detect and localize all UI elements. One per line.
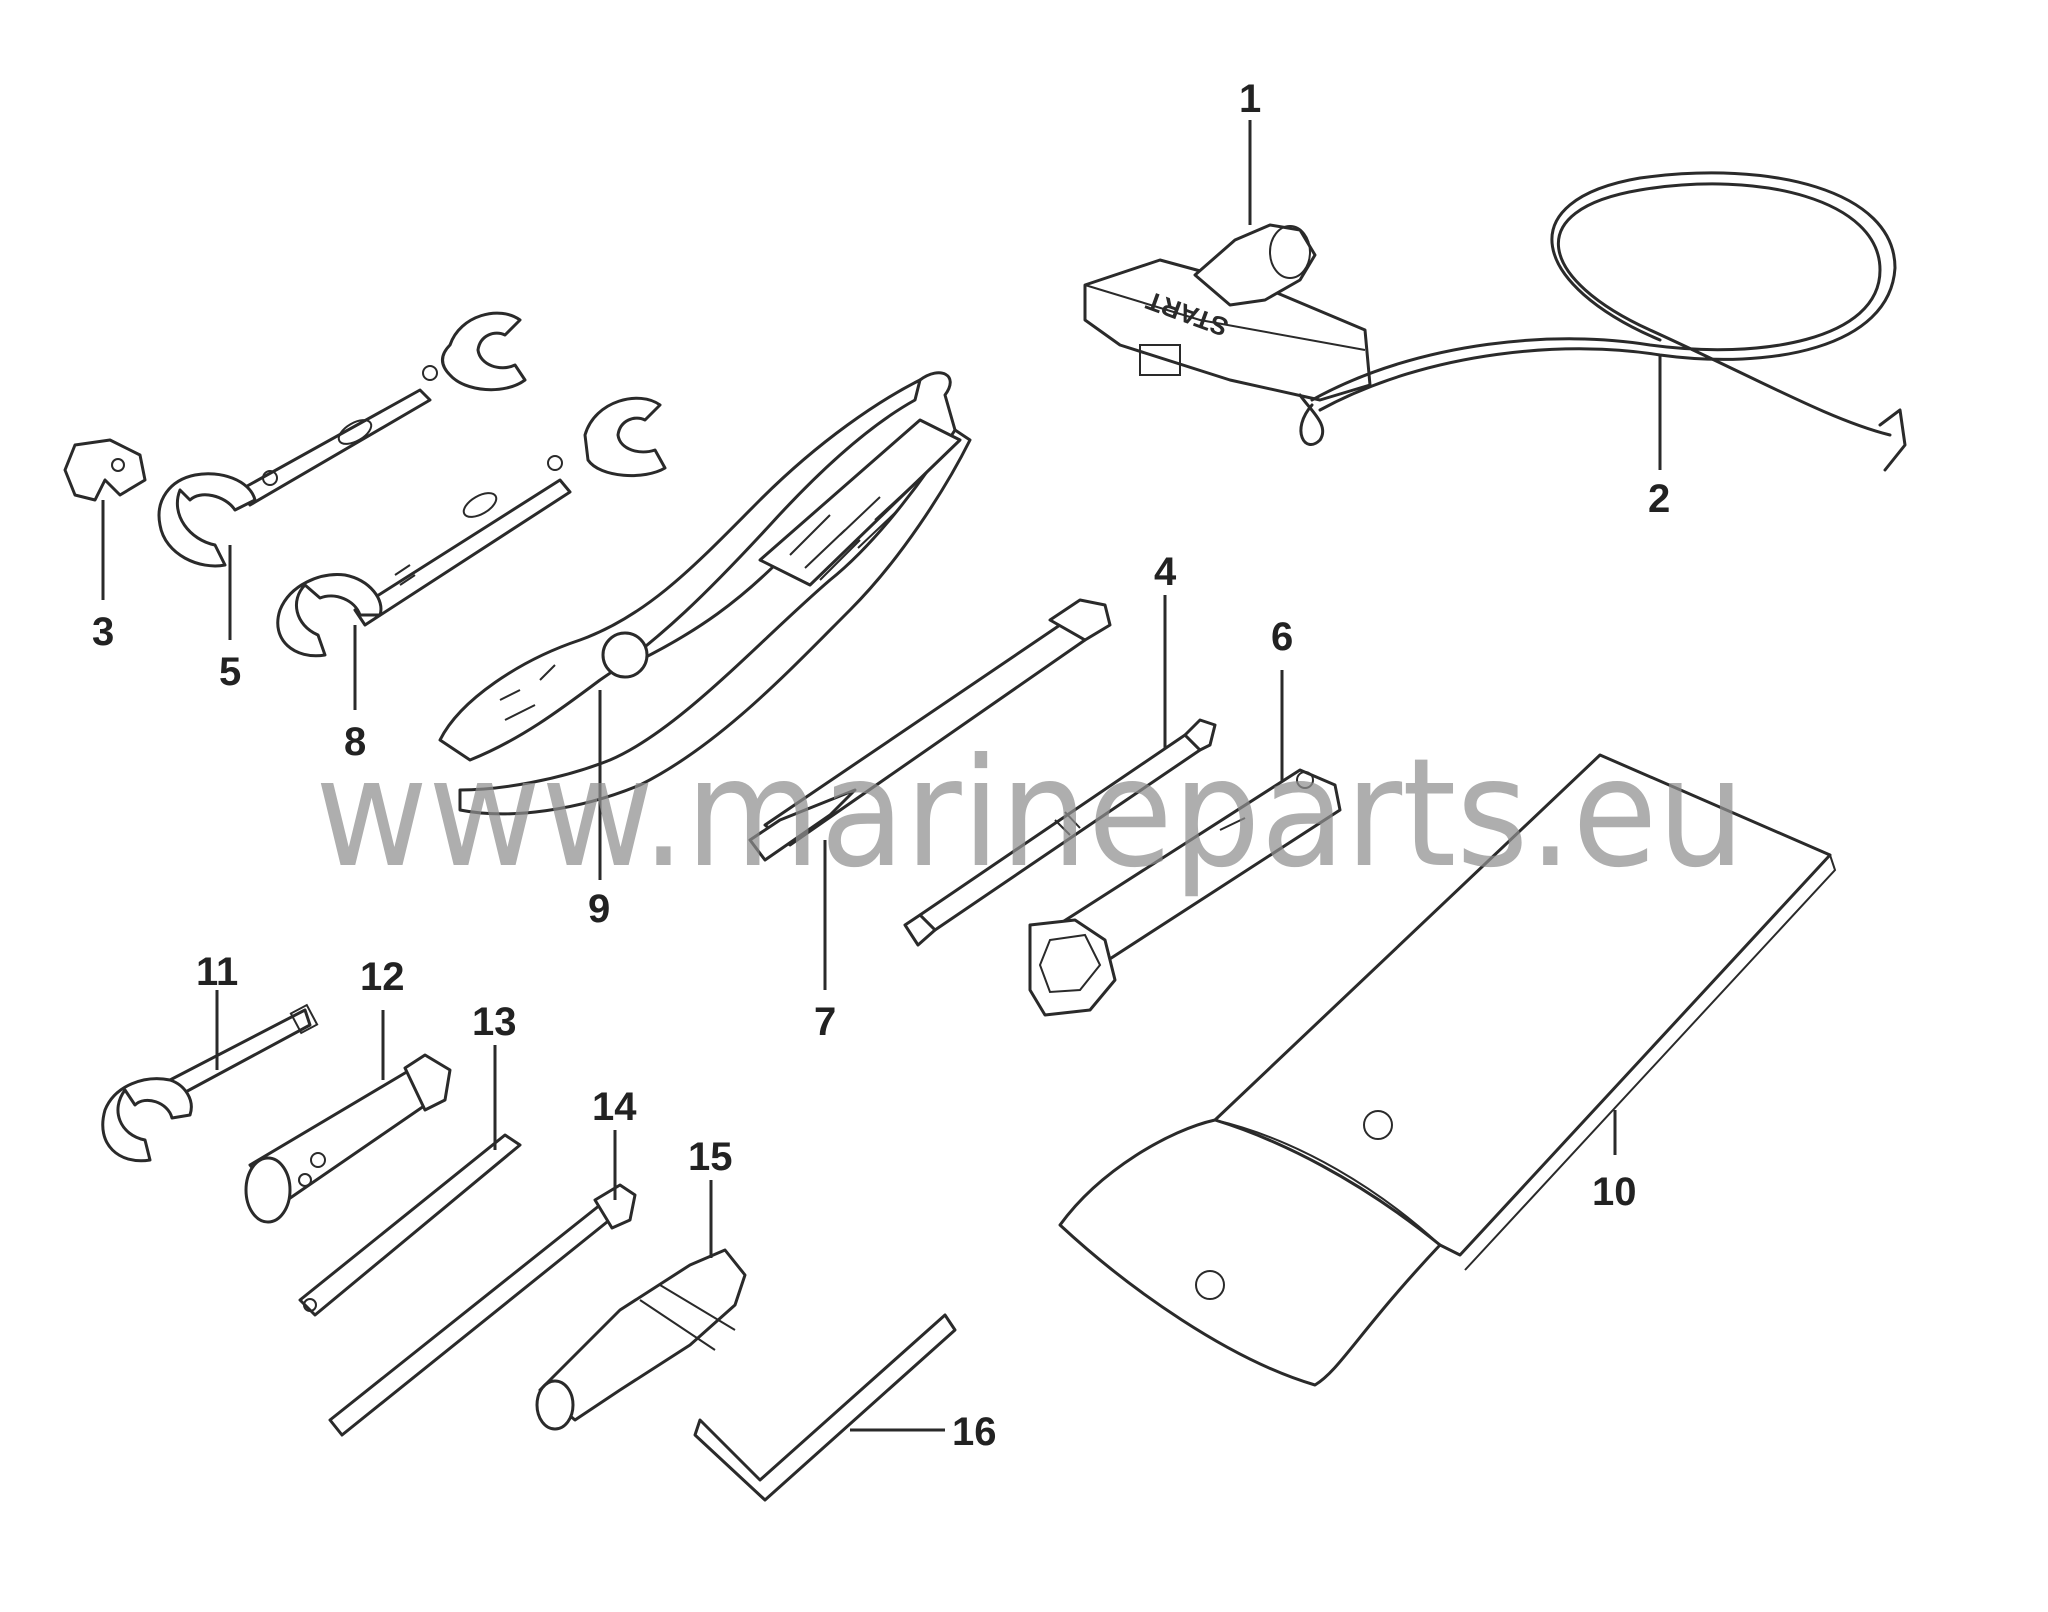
callout-11: 11 [196, 950, 238, 994]
screwdriver-handle [535, 1248, 747, 1431]
watermark-text: www.marineparts.eu [315, 727, 1745, 901]
hex-key [693, 1313, 957, 1502]
callout-labels: 1 2 3 4 5 6 7 8 9 10 11 12 13 14 15 16 [92, 77, 1670, 1454]
flat-blade-screwdriver [748, 598, 1112, 862]
starter-rope [1298, 171, 1907, 472]
open-end-wrench-8 [276, 396, 667, 658]
callout-1: 1 [1239, 77, 1261, 121]
callout-15: 15 [688, 1135, 733, 1179]
leader-lines [101, 120, 1662, 1432]
callout-4: 4 [1154, 550, 1177, 594]
plug-socket-wrench [1028, 768, 1342, 1017]
starter-grip: START [1083, 223, 1372, 402]
callout-2: 2 [1648, 477, 1670, 521]
callout-10: 10 [1592, 1170, 1637, 1214]
callout-7: 7 [814, 1000, 836, 1044]
callout-5: 5 [219, 650, 241, 694]
callout-16: 16 [952, 1410, 997, 1454]
small-clip [63, 438, 147, 502]
callout-8: 8 [344, 720, 366, 764]
small-wrench [101, 1003, 319, 1163]
screwdriver-bit [903, 718, 1217, 947]
callout-3: 3 [92, 610, 114, 654]
box-spanner [244, 1053, 452, 1224]
callout-14: 14 [592, 1085, 637, 1129]
slip-joint-pliers [438, 371, 972, 816]
callout-9: 9 [588, 887, 610, 931]
callout-6: 6 [1271, 615, 1293, 659]
callout-12: 12 [360, 955, 405, 999]
open-end-wrench-5 [157, 311, 527, 568]
tool-bag [1058, 753, 1837, 1387]
callout-13: 13 [472, 1000, 517, 1044]
tommy-bar [298, 1133, 522, 1317]
